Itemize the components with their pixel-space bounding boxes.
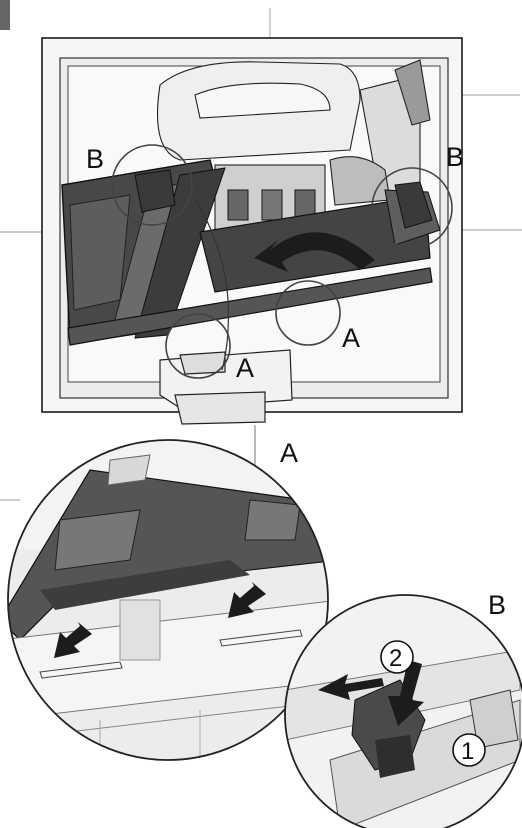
detail-circle-b-zoom — [284, 594, 522, 828]
cable — [195, 199, 229, 371]
bottom-bracket — [159, 349, 293, 425]
corner-mark — [0, 0, 10, 30]
down-arrow-icon — [54, 582, 266, 658]
label-a-detail: A — [280, 438, 298, 468]
left-arrow-icon — [318, 674, 384, 700]
label-b-top-left: B — [86, 144, 104, 174]
detail-circle-a-zoom — [7, 439, 329, 761]
detail-circle-a-left — [165, 313, 231, 379]
label-b-top-right: B — [446, 142, 464, 172]
latch-b-right — [394, 181, 433, 229]
detail-circle-b-right — [371, 167, 453, 249]
label-a-top-left: A — [236, 353, 254, 383]
circled-one-icon: 1 — [452, 733, 486, 767]
press-arrow-icon — [388, 660, 424, 726]
label-b-detail: B — [488, 590, 506, 620]
detail-circle-b-left — [111, 144, 193, 226]
detail-circle-a-right — [275, 280, 341, 346]
circled-two-icon: 2 — [380, 640, 414, 674]
label-a-top-right: A — [342, 323, 360, 353]
detail-view-a — [8, 440, 328, 760]
svg-text:2: 2 — [389, 645, 402, 672]
latch-b-left — [134, 169, 176, 213]
svg-text:1: 1 — [461, 738, 474, 765]
rotate-arrow-icon — [254, 232, 375, 272]
